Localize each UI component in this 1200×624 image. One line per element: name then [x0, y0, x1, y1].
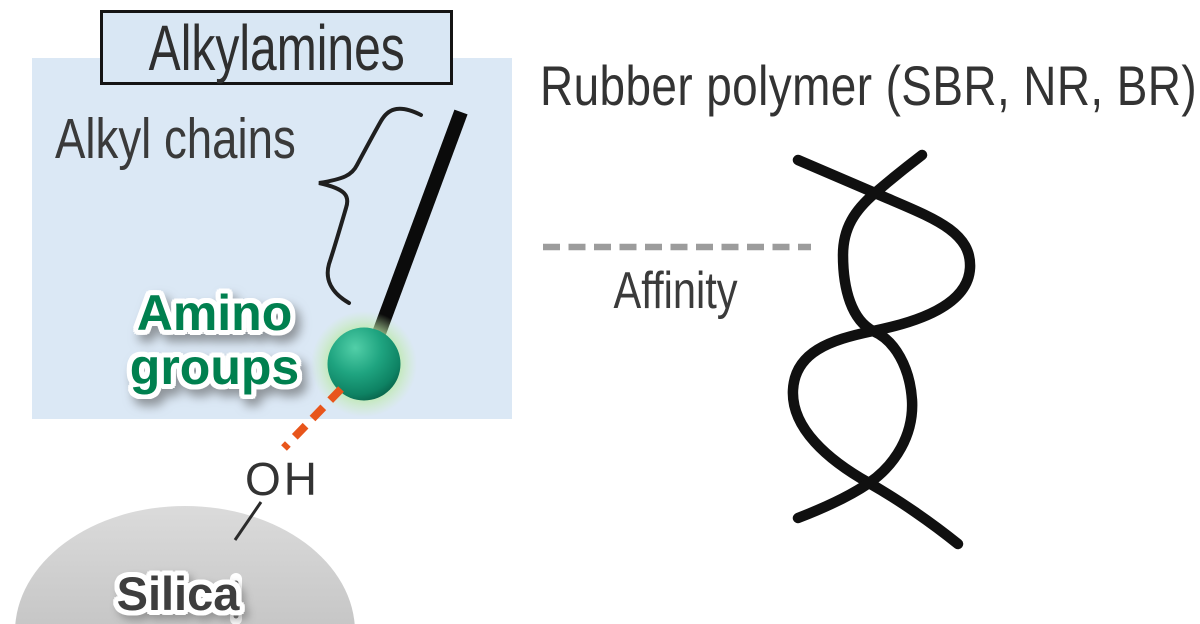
amino-group-sphere — [327, 327, 401, 401]
amino-groups-line2: groups — [129, 339, 300, 395]
alkylamines-title: Alkylamines — [148, 11, 405, 84]
polymer-chain-strand-2 — [792, 149, 928, 524]
alkylamines-panel — [32, 58, 512, 419]
alkylamines-title-box: Alkylamines — [100, 10, 453, 85]
oh-label: OH — [245, 453, 320, 505]
silica-label: Silica — [116, 567, 240, 620]
alkyl-chains-label: Alkyl chains — [55, 107, 296, 171]
amino-groups-label: Amino groups — [112, 286, 317, 394]
alkyl-chains-brace — [318, 106, 423, 305]
silica-dome — [15, 506, 355, 624]
polymer-chain-strand-1 — [787, 154, 976, 550]
amino-groups-line1: Amino — [136, 285, 293, 341]
amino-silanol-bond-dashes — [281, 386, 344, 451]
alkyl-chain-line — [365, 109, 468, 355]
affinity-label: Affinity — [613, 262, 738, 320]
rubber-polymer-title: Rubber polymer (SBR, NR, BR) — [540, 54, 1198, 117]
polymer-chain-squiggle — [787, 149, 976, 550]
oh-silica-bond-line — [233, 501, 263, 541]
